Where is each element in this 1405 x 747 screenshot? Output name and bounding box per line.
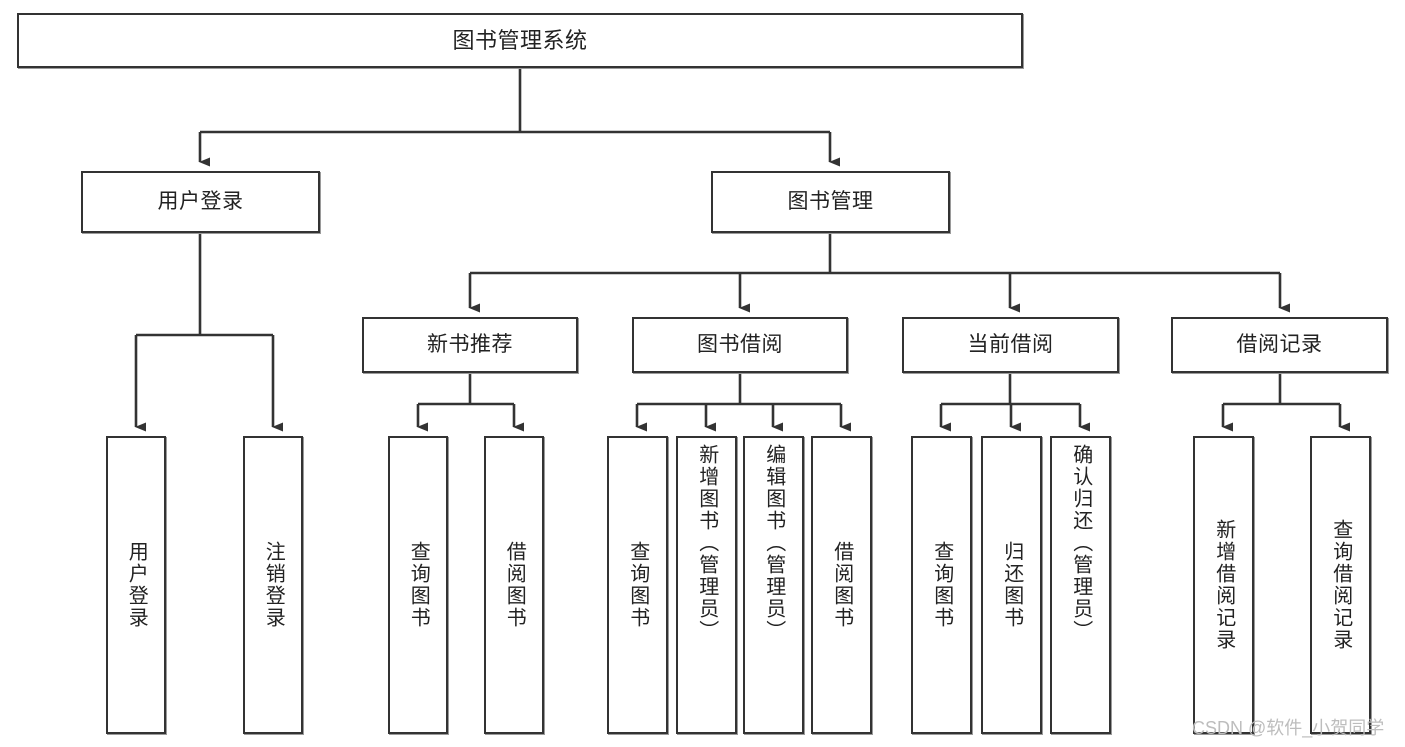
- node-leaf-recommend-borrow-book[interactable]: 借阅图书: [484, 436, 544, 734]
- node-leaf-current-return-book[interactable]: 归还图书: [981, 436, 1042, 734]
- node-book-borrow-label: 图书借阅: [697, 332, 783, 356]
- node-leaf-current-confirm-return-admin-label: 确认归还（管理员）: [1069, 444, 1092, 642]
- node-leaf-recommend-borrow-book-label: 借阅图书: [503, 541, 526, 629]
- node-leaf-borrow-edit-book-admin[interactable]: 编辑图书（管理员）: [743, 436, 804, 734]
- node-borrow-record[interactable]: 借阅记录: [1171, 317, 1388, 373]
- node-leaf-current-return-book-label: 归还图书: [1000, 541, 1023, 629]
- node-leaf-borrow-add-book-admin-label: 新增图书（管理员）: [695, 444, 718, 642]
- node-user-login[interactable]: 用户登录: [81, 171, 320, 233]
- node-leaf-current-query-book[interactable]: 查询图书: [911, 436, 972, 734]
- csdn-watermark: CSDN @软件_小贺同学: [1192, 718, 1385, 738]
- node-leaf-record-query-label: 查询借阅记录: [1329, 519, 1352, 651]
- node-root-system[interactable]: 图书管理系统: [17, 13, 1023, 68]
- node-leaf-borrow-add-book-admin[interactable]: 新增图书（管理员）: [676, 436, 737, 734]
- node-leaf-record-add[interactable]: 新增借阅记录: [1193, 436, 1254, 734]
- node-book-management-label: 图书管理: [787, 189, 874, 213]
- node-leaf-record-query[interactable]: 查询借阅记录: [1310, 436, 1371, 734]
- node-borrow-record-label: 借阅记录: [1236, 332, 1323, 356]
- node-leaf-user-login-label: 用户登录: [125, 541, 148, 629]
- node-leaf-current-query-book-label: 查询图书: [930, 541, 953, 629]
- node-leaf-record-add-label: 新增借阅记录: [1212, 519, 1235, 651]
- node-leaf-recommend-query-book[interactable]: 查询图书: [388, 436, 448, 734]
- node-leaf-borrow-edit-book-admin-label: 编辑图书（管理员）: [762, 444, 785, 642]
- node-book-management[interactable]: 图书管理: [711, 171, 950, 233]
- node-leaf-recommend-query-book-label: 查询图书: [407, 541, 430, 629]
- node-leaf-current-confirm-return-admin[interactable]: 确认归还（管理员）: [1050, 436, 1111, 734]
- node-leaf-user-login[interactable]: 用户登录: [106, 436, 166, 734]
- node-book-borrow[interactable]: 图书借阅: [632, 317, 848, 373]
- node-root-label: 图书管理系统: [452, 27, 588, 53]
- node-leaf-borrow-lend-book-label: 借阅图书: [830, 541, 853, 629]
- node-leaf-borrow-query-book[interactable]: 查询图书: [607, 436, 668, 734]
- node-new-book-recommend[interactable]: 新书推荐: [362, 317, 578, 373]
- node-leaf-borrow-query-book-label: 查询图书: [626, 541, 649, 629]
- node-leaf-borrow-lend-book[interactable]: 借阅图书: [811, 436, 872, 734]
- node-user-login-label: 用户登录: [157, 189, 244, 213]
- node-current-borrow-label: 当前借阅: [967, 332, 1054, 356]
- node-new-book-recommend-label: 新书推荐: [427, 332, 513, 356]
- node-leaf-user-logout-label: 注销登录: [262, 541, 285, 629]
- node-current-borrow[interactable]: 当前借阅: [902, 317, 1119, 373]
- node-leaf-user-logout[interactable]: 注销登录: [243, 436, 303, 734]
